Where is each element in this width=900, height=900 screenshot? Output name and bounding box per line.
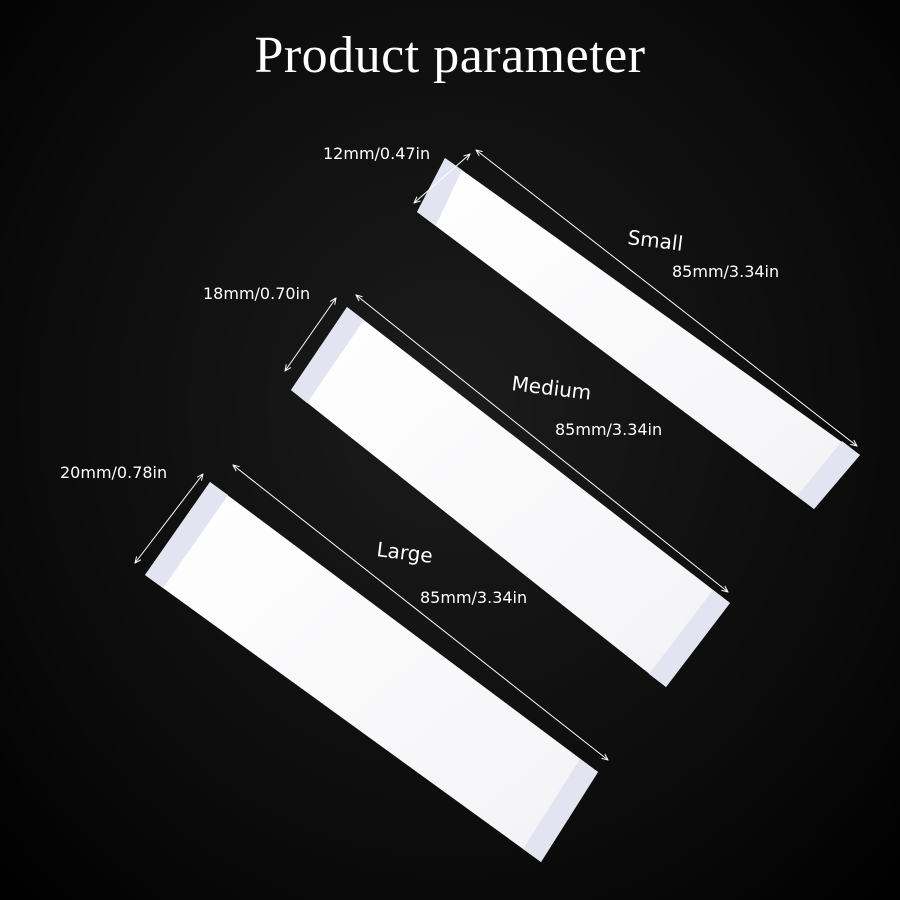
medium-width-label: 18mm/0.70in — [203, 284, 310, 303]
large-width-label: 20mm/0.78in — [60, 463, 167, 482]
medium-length-arrow — [356, 295, 728, 592]
medium-width-arrow — [285, 298, 336, 371]
large-width-arrow — [135, 474, 203, 563]
small-size-label: Small — [626, 225, 684, 256]
strip-medium-end-tab-bottom — [649, 590, 730, 687]
large-length-arrow — [233, 465, 608, 760]
small-width-arrow — [414, 154, 470, 203]
large-length-label: 85mm/3.34in — [420, 588, 527, 607]
medium-size-label: Medium — [510, 371, 592, 405]
small-length-label: 85mm/3.34in — [672, 262, 779, 281]
large-size-label: Large — [375, 537, 434, 568]
small-width-label: 12mm/0.47in — [323, 144, 430, 163]
page-title: Product parameter — [254, 27, 646, 84]
strip-large-end-tab-bottom — [523, 759, 598, 862]
strip-small-end-tab-bottom — [797, 441, 860, 509]
medium-length-label: 85mm/3.34in — [555, 420, 662, 439]
